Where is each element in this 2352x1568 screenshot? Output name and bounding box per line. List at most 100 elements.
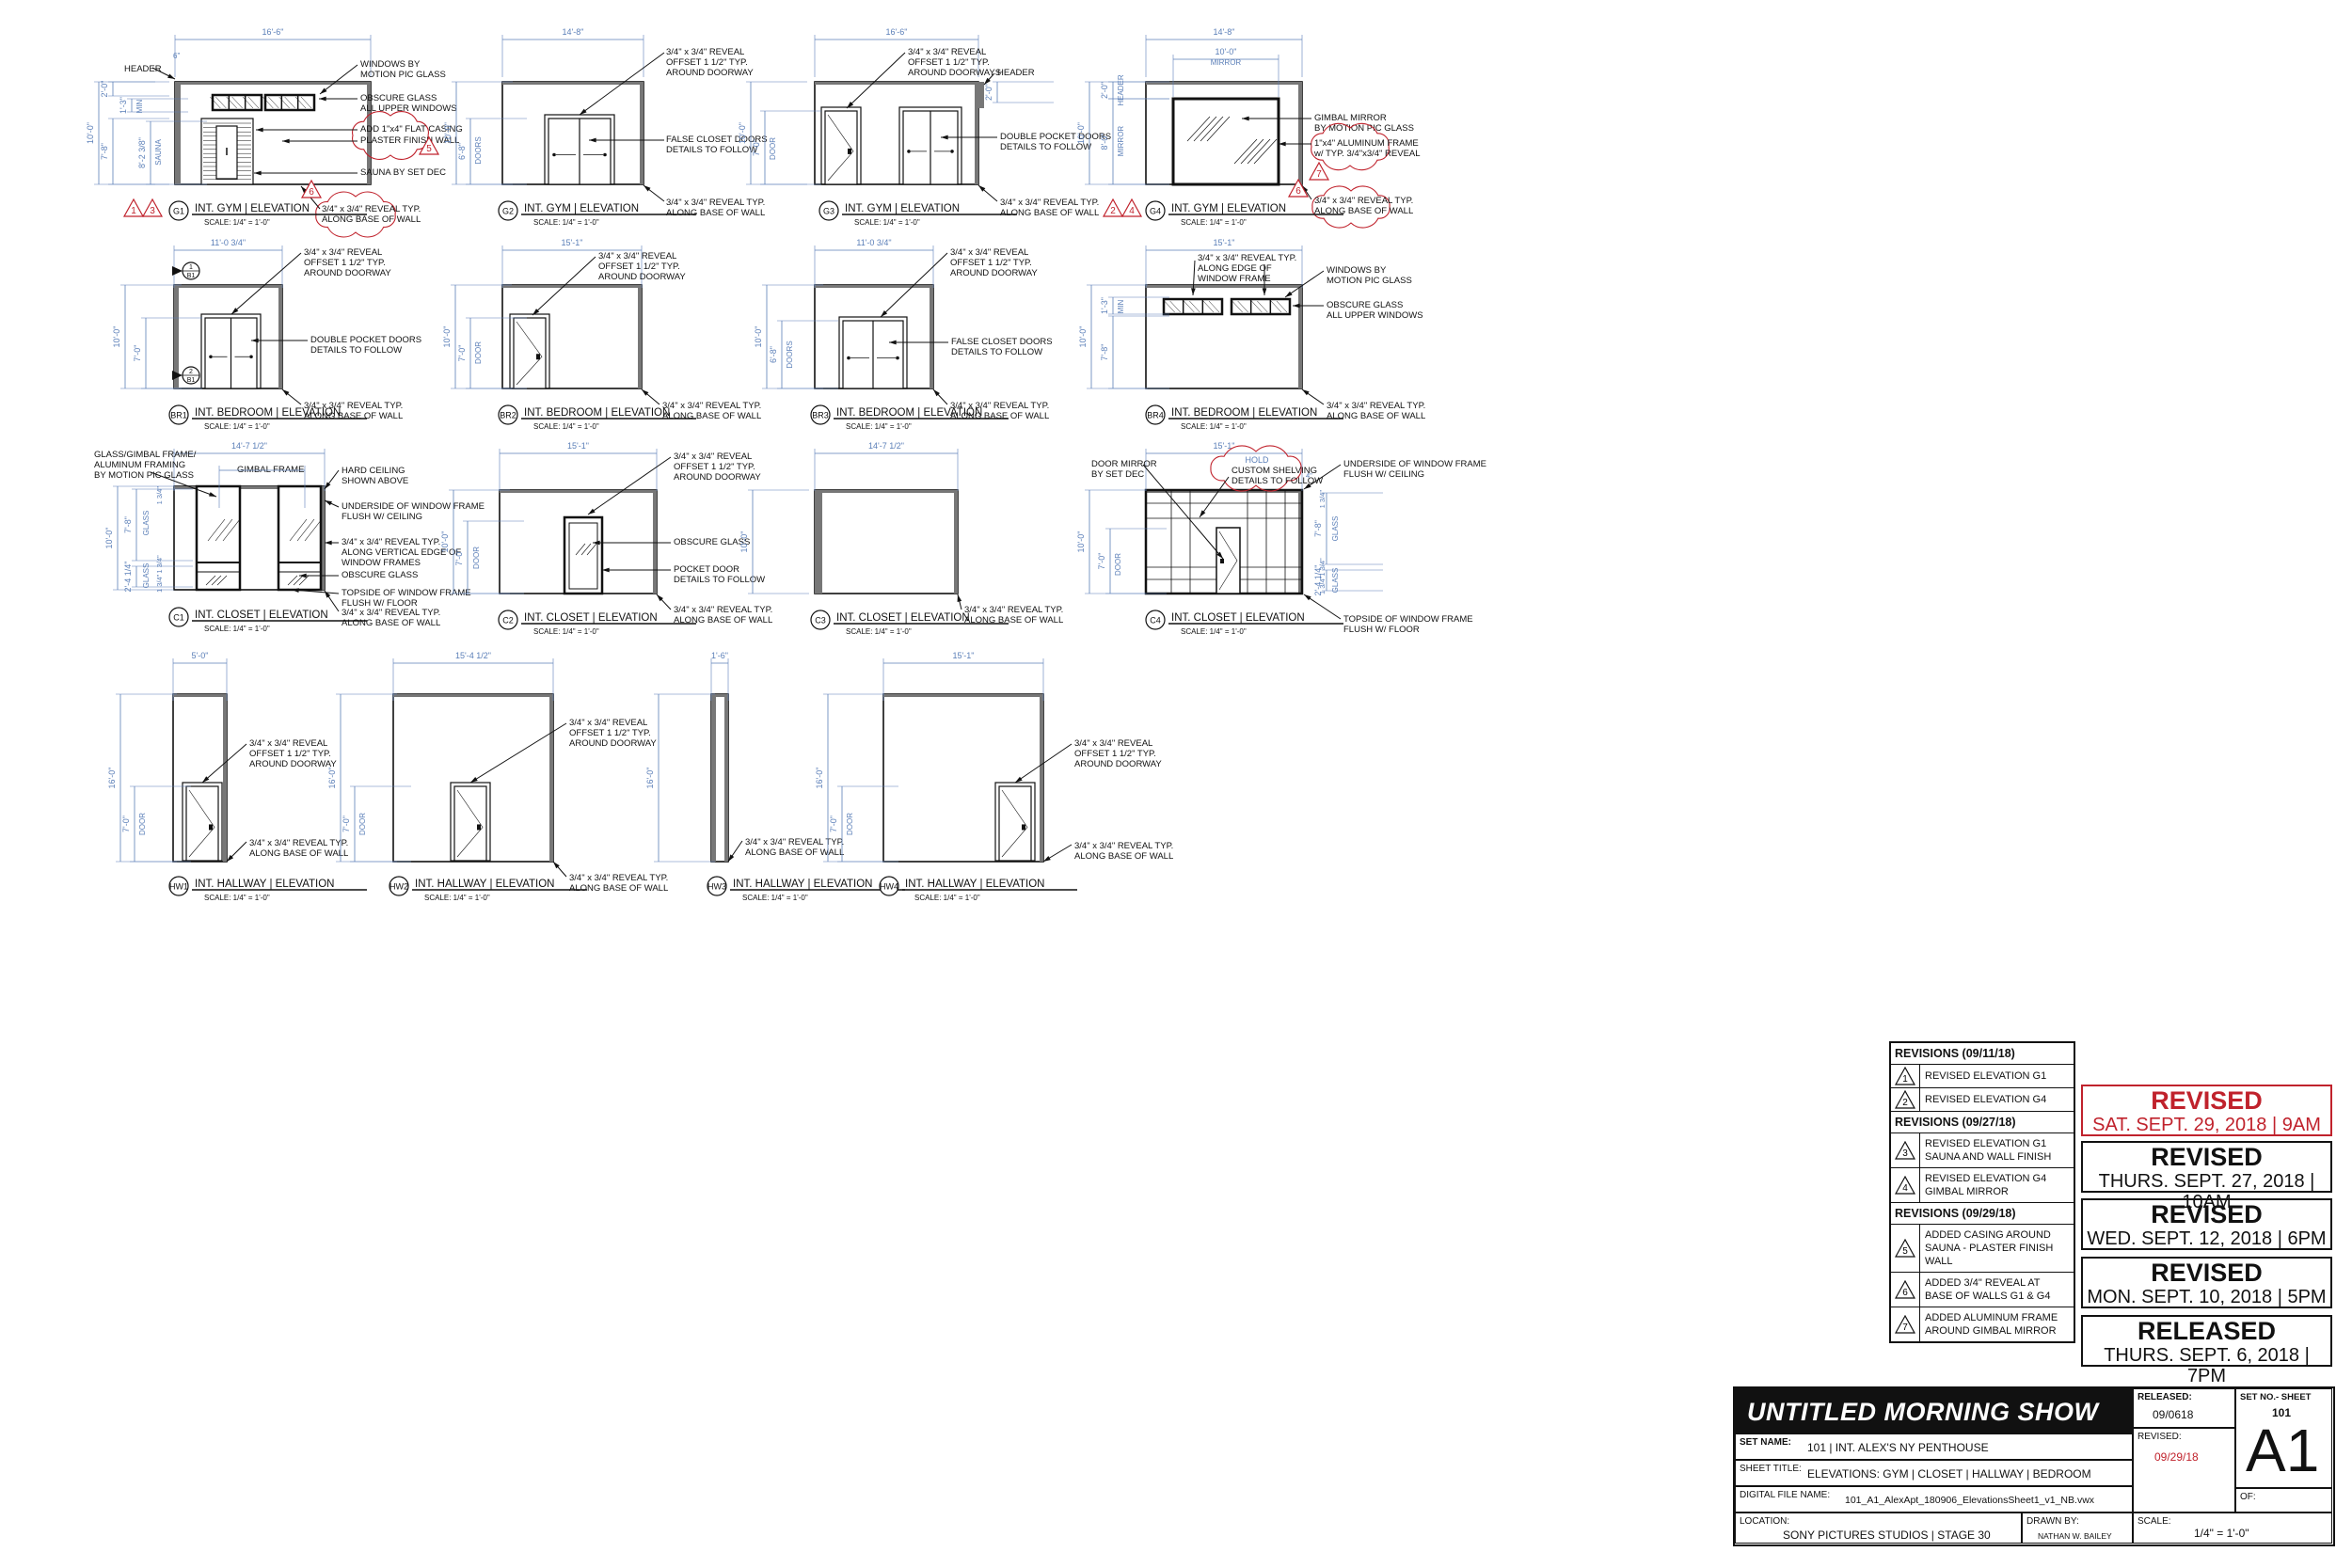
leader-arrow — [532, 309, 540, 315]
elevation-scale: SCALE: 1/4" = 1'-0" — [846, 422, 912, 431]
dim-label: 16'-0" — [815, 768, 824, 789]
note-text: DETAILS TO FOLLOW — [1000, 142, 1091, 152]
section-arrow — [172, 266, 183, 276]
note-text: ALONG BASE OF WALL — [569, 883, 668, 894]
note-text: DOUBLE POCKET DOORS — [310, 335, 421, 345]
elevation-title: INT. HALLWAY | ELEVATION — [733, 879, 872, 890]
ceiling-edge — [815, 490, 958, 493]
show-title-cell: UNTITLED MORNING SHOW — [1735, 1388, 2133, 1433]
door-handle — [848, 148, 851, 154]
elevation-tag — [810, 404, 831, 425]
leader-arrow — [167, 73, 175, 79]
elevation-scale: SCALE: 1/4" = 1'-0" — [742, 894, 808, 902]
leader-line — [1303, 594, 1342, 620]
elevation-tag — [810, 610, 831, 630]
elevation-id: HW1 — [169, 882, 188, 892]
glass-hatch — [226, 96, 237, 109]
leader-arrow — [209, 492, 216, 497]
leader-line — [1303, 464, 1342, 490]
glass-hatch — [1257, 300, 1268, 313]
note-text: SHOWN ABOVE — [342, 476, 408, 486]
note-text: ALONG BASE OF WALL — [674, 615, 772, 626]
elevation-title: INT. HALLWAY | ELEVATION — [415, 879, 554, 890]
note-text: WINDOWS BY — [360, 59, 421, 70]
leader-arrow — [251, 338, 259, 343]
elevation-scale: SCALE: 1/4" = 1'-0" — [204, 422, 270, 431]
revision-triangle-icon: 2 — [1891, 1088, 1920, 1111]
location-cell: LOCATION: SONY PICTURES STUDIOS | STAGE … — [1735, 1513, 2022, 1544]
glass-hatch — [215, 96, 227, 109]
leader-arrow — [325, 482, 331, 489]
wall-return — [954, 490, 958, 594]
note-text: ALONG BASE OF WALL — [1327, 411, 1425, 421]
elevation-id: HW4 — [880, 882, 898, 892]
leader-arrow — [1216, 551, 1223, 559]
dim-label: 1 3/4" — [155, 555, 164, 574]
note-text: WINDOWS BY — [1327, 265, 1387, 276]
elevation-id: G2 — [502, 207, 514, 216]
revision-description: REVISED ELEVATION G4 GIMBAL MIRROR — [1925, 1173, 2047, 1197]
elevation-scale: SCALE: 1/4" = 1'-0" — [204, 218, 270, 227]
dim-label: 11'-0 3/4" — [856, 238, 891, 247]
set-sheet-cell: SET NO.- SHEET 101 A1 — [2235, 1388, 2332, 1488]
dim-label: 15'-1" — [562, 238, 583, 247]
note-text: 3/4" x 3/4" REVEAL TYP. — [569, 873, 668, 883]
leader-line — [1142, 464, 1224, 560]
drawn-by-label: DRAWN BY: — [2026, 1516, 2079, 1527]
note-text: 3/4" x 3/4" REVEAL — [908, 47, 986, 57]
revision-triangle — [122, 198, 145, 217]
note-text: PLASTER FINISH WALL — [360, 135, 459, 146]
note-text: DOUBLE POCKET DOORS — [1000, 132, 1111, 142]
glass-hatch — [296, 518, 315, 542]
dim-label: DOOR — [358, 813, 367, 835]
glass-hatch — [1202, 300, 1215, 313]
door-leaf — [998, 785, 1032, 862]
elevation-title: INT. HALLWAY | ELEVATION — [195, 879, 334, 890]
note-text: OFFSET 1 1/2" TYP. — [304, 258, 386, 268]
note-text: 3/4" x 3/4" REVEAL TYP. — [950, 401, 1049, 411]
drawn-by: NATHAN W. BAILEY — [2038, 1531, 2112, 1541]
dim-label: HEADER — [1117, 74, 1125, 106]
revision-triangle — [1287, 178, 1310, 198]
mirror-hatch — [1200, 116, 1224, 142]
dim-label: 10'-0" — [442, 326, 452, 348]
leader-arrow — [933, 389, 940, 397]
dim-label: 14'-8" — [563, 27, 584, 37]
wall-return — [653, 490, 657, 594]
ceiling-edge — [174, 486, 325, 489]
dim-label: 7'-0" — [342, 816, 351, 832]
leader-arrow — [320, 87, 327, 94]
dim-label: 1'-6" — [711, 651, 728, 660]
leader-arrow — [553, 862, 560, 869]
leader-arrow — [984, 77, 991, 85]
wall-return — [930, 285, 933, 388]
scale-cell: SCALE: 1/4" = 1'-0" — [2133, 1513, 2332, 1544]
elevation-title: INT. BEDROOM | ELEVATION — [1171, 407, 1317, 419]
section-number: 2 — [189, 369, 193, 375]
elevation-id: BR3 — [812, 411, 829, 420]
revision-group-header: REVISIONS (09/27/18) — [1891, 1112, 2074, 1133]
mirror-hatch — [1186, 116, 1211, 142]
dim-label: MIRROR — [1211, 58, 1242, 67]
dim-label: 15'-4 1/2" — [455, 651, 491, 660]
note-text: ALONG BASE OF WALL — [1074, 851, 1173, 862]
note-text: 3/4" x 3/4" REVEAL TYP. — [1198, 253, 1296, 263]
revision-triangle-icon: 6 — [1891, 1273, 1920, 1307]
revision-description: REVISED ELEVATION G4 — [1925, 1094, 2047, 1105]
released-date: 09/0618 — [2153, 1408, 2194, 1421]
dim-label: 2'-4 1/4" — [123, 562, 133, 593]
elevation-title: INT. BEDROOM | ELEVATION — [195, 407, 341, 419]
note-text: w/ TYP. 3/4"x3/4" REVEAL — [1313, 149, 1421, 159]
note-text: 3/4" x 3/4" REVEAL — [249, 738, 327, 749]
elevation-id: BR4 — [1147, 411, 1164, 420]
elevation-tag — [1145, 200, 1166, 221]
mirror-hatch — [1193, 116, 1217, 142]
